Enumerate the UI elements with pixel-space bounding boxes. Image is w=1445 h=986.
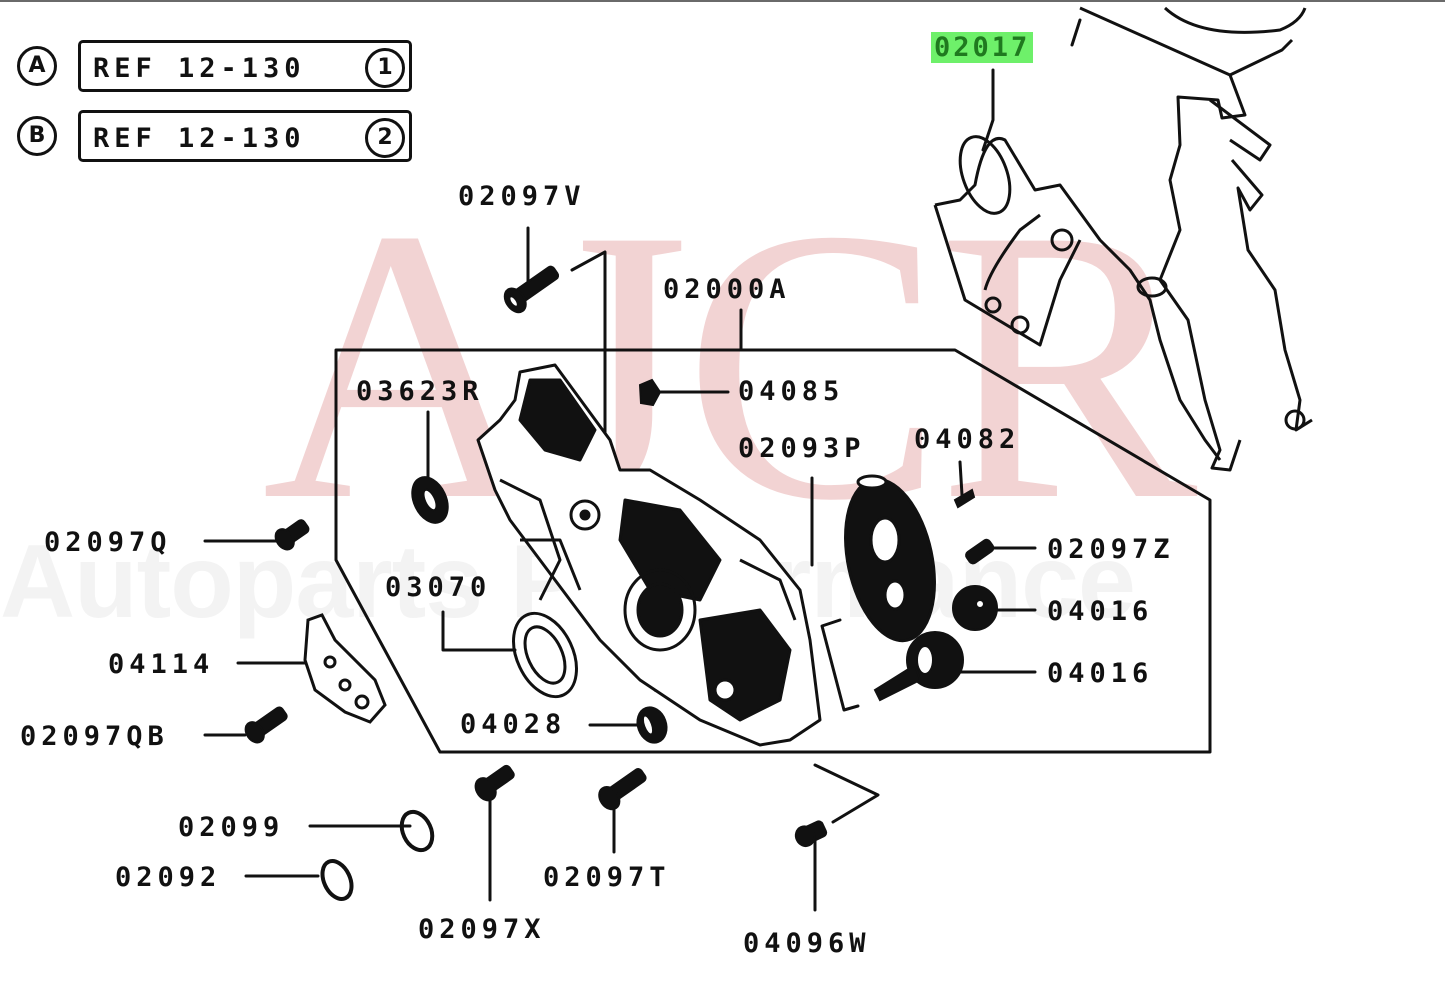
bolt-02097QB (244, 706, 288, 744)
bolt-02097T (598, 768, 647, 811)
part-label-02000A[interactable]: 02000A (663, 274, 791, 305)
part-02017-cover (933, 6, 1313, 472)
part-oil-pump-body (844, 474, 936, 643)
bolt-02097V (503, 265, 560, 314)
reference-box-a: REF 12-130 1 (78, 40, 412, 92)
reference-text-b: REF 12-130 (93, 123, 306, 154)
image-top-border (0, 0, 1445, 2)
part-label-02097X[interactable]: 02097X (418, 914, 546, 945)
part-label-04028[interactable]: 04028 (460, 709, 567, 740)
part-label-02097QB[interactable]: 02097QB (20, 721, 169, 752)
part-label-04085[interactable]: 04085 (738, 376, 845, 407)
reference-marker-b: B (17, 116, 57, 156)
plug-04085 (638, 378, 662, 407)
part-label-02097Z[interactable]: 02097Z (1047, 534, 1175, 565)
part-label-02099[interactable]: 02099 (178, 812, 285, 843)
reference-sub-b: 2 (365, 118, 405, 158)
gear-04016-b (873, 631, 964, 702)
part-label-02017-highlighted[interactable]: 02017 (931, 32, 1034, 63)
part-label-04016-a[interactable]: 04016 (1047, 596, 1154, 627)
reference-sub-a: 1 (365, 48, 405, 88)
bolt-04096W (794, 820, 828, 848)
part-label-04114[interactable]: 04114 (108, 649, 215, 680)
bolt-02097X (474, 764, 515, 802)
part-label-04082[interactable]: 04082 (914, 424, 1021, 455)
part-label-04016-b[interactable]: 04016 (1047, 658, 1154, 689)
bolt-02097Q (274, 519, 310, 551)
part-label-02092[interactable]: 02092 (115, 862, 222, 893)
assembly-group-frame (334, 348, 1212, 754)
gear-04016-a (952, 585, 998, 631)
oring-02092 (320, 859, 354, 901)
part-label-02097T[interactable]: 02097T (543, 862, 671, 893)
part-label-03070[interactable]: 03070 (385, 572, 492, 603)
oring-02099 (399, 809, 435, 853)
reference-marker-a: A (17, 46, 57, 86)
reference-text-a: REF 12-130 (93, 53, 306, 84)
bolt-02097Z (965, 538, 995, 565)
part-label-04096W[interactable]: 04096W (743, 928, 871, 959)
part-label-03623R[interactable]: 03623R (356, 376, 484, 407)
part-main-case (476, 363, 822, 747)
reference-box-b: REF 12-130 2 (78, 110, 412, 162)
part-label-02093P[interactable]: 02093P (738, 433, 866, 464)
part-label-02097V[interactable]: 02097V (458, 181, 586, 212)
plate-04114 (303, 613, 387, 724)
seal-03070 (512, 611, 578, 699)
part-label-02097Q[interactable]: 02097Q (44, 527, 172, 558)
pin-04082 (953, 488, 976, 509)
